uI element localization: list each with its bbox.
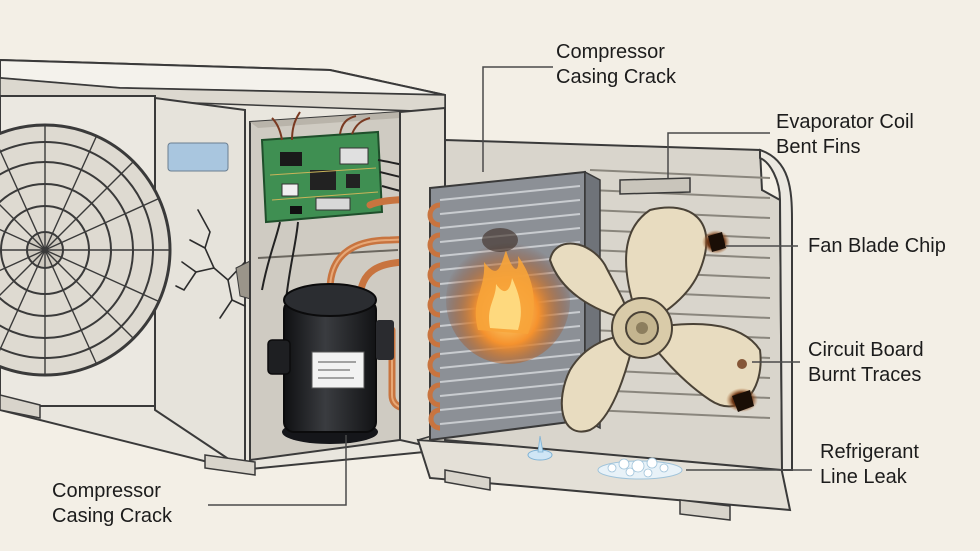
label-compressor-casing-crack-top: Compressor Casing Crack: [556, 40, 676, 90]
label-line: Casing Crack: [52, 505, 173, 527]
label-line: Burnt Traces: [808, 364, 922, 386]
label-line: Evaporator Coil: [776, 111, 914, 133]
label-line: Circuit Board: [808, 339, 924, 361]
label-plate: [167, 142, 229, 172]
label-line: Refrigerant: [820, 441, 919, 463]
condenser-fan-grille: [0, 123, 172, 377]
label-line: Compressor: [556, 41, 665, 63]
leader-compressor-top: [482, 66, 553, 172]
compressor: [267, 283, 394, 444]
label-line: Compressor: [52, 480, 161, 502]
label-compressor-casing-crack-bottom: Compressor Casing Crack: [52, 479, 172, 529]
label-line: Bent Fins: [776, 136, 861, 158]
indoor-fan: [548, 206, 762, 433]
label-line: Fan Blade Chip: [808, 235, 946, 257]
label-fan-blade-chip: Fan Blade Chip: [808, 234, 946, 259]
label-circuit-board-burnt-traces: Circuit Board Burnt Traces: [808, 338, 924, 388]
label-line: Casing Crack: [556, 66, 677, 88]
casing-crack: [175, 209, 246, 319]
leader-compressor-bottom: [208, 435, 347, 506]
label-refrigerant-line-leak: Refrigerant Line Leak: [820, 440, 919, 490]
label-line: Line Leak: [820, 466, 907, 488]
leader-evaporator: [667, 132, 770, 178]
callout-lines: [208, 66, 812, 506]
label-evaporator-coil-bent-fins: Evaporator Coil Bent Fins: [776, 110, 914, 160]
burning-section: [446, 228, 570, 364]
refrigerant-leak: [527, 435, 683, 480]
